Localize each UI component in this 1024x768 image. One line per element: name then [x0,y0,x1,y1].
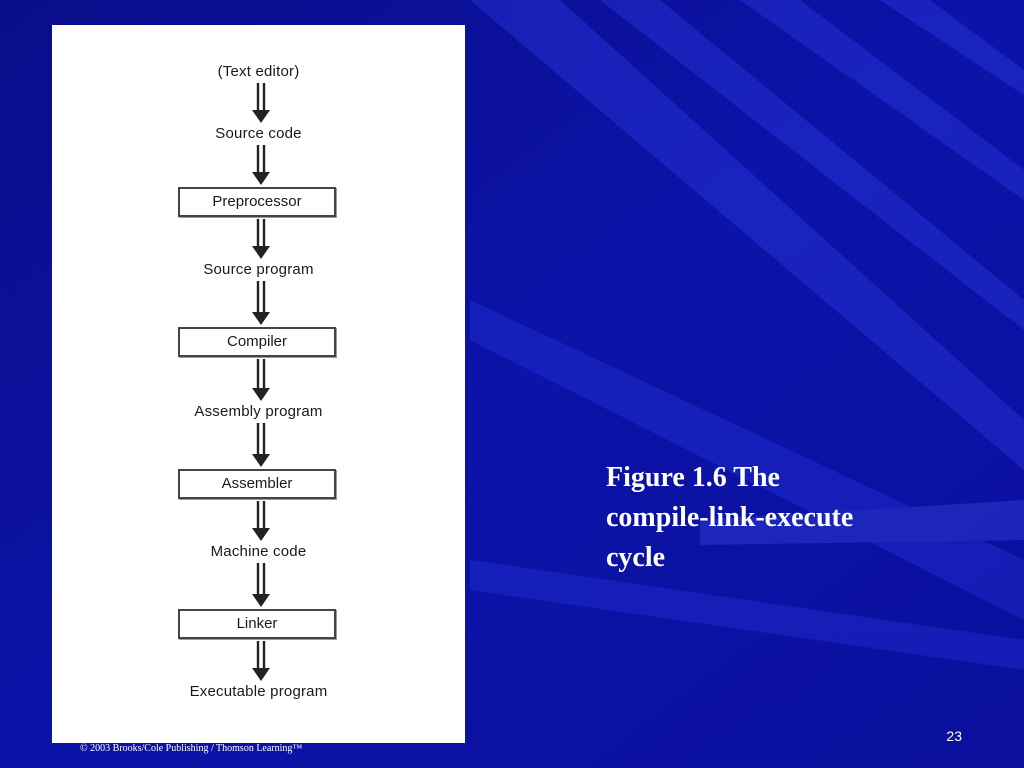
down-arrow-1 [252,83,270,123]
background-light-rays [470,0,1024,670]
down-arrow-7 [252,501,270,541]
flow-node-compiler: Compiler [178,327,336,357]
down-arrow-2 [252,145,270,185]
down-arrow-5 [252,359,270,401]
page-number: 23 [946,728,962,744]
flow-node-source-code: Source code [215,125,302,142]
flow-node-preprocessor: Preprocessor [178,187,336,217]
caption-line-2: compile-link-execute [606,502,854,533]
flow-node-source-program: Source program [203,261,314,278]
flow-node-machine-code: Machine code [210,543,307,560]
flow-node-assembly-program: Assembly program [194,403,323,420]
flow-node-linker: Linker [178,609,336,639]
flow-node-text-editor: (Text editor) [217,63,300,80]
down-arrow-9 [252,641,270,681]
flow-node-executable-program: Executable program [189,683,328,700]
down-arrow-3 [252,219,270,259]
copyright-notice: © 2003 Brooks/Cole Publishing / Thomson … [80,743,303,754]
caption-line-3: cycle [606,542,666,573]
flow-node-assembler: Assembler [178,469,336,499]
figure-caption: Figure 1.6 The compile-link-execute cycl… [606,458,936,578]
down-arrow-8 [252,563,270,607]
down-arrow-6 [252,423,270,467]
caption-line-1: Figure 1.6 The [606,462,780,493]
down-arrow-4 [252,281,270,325]
